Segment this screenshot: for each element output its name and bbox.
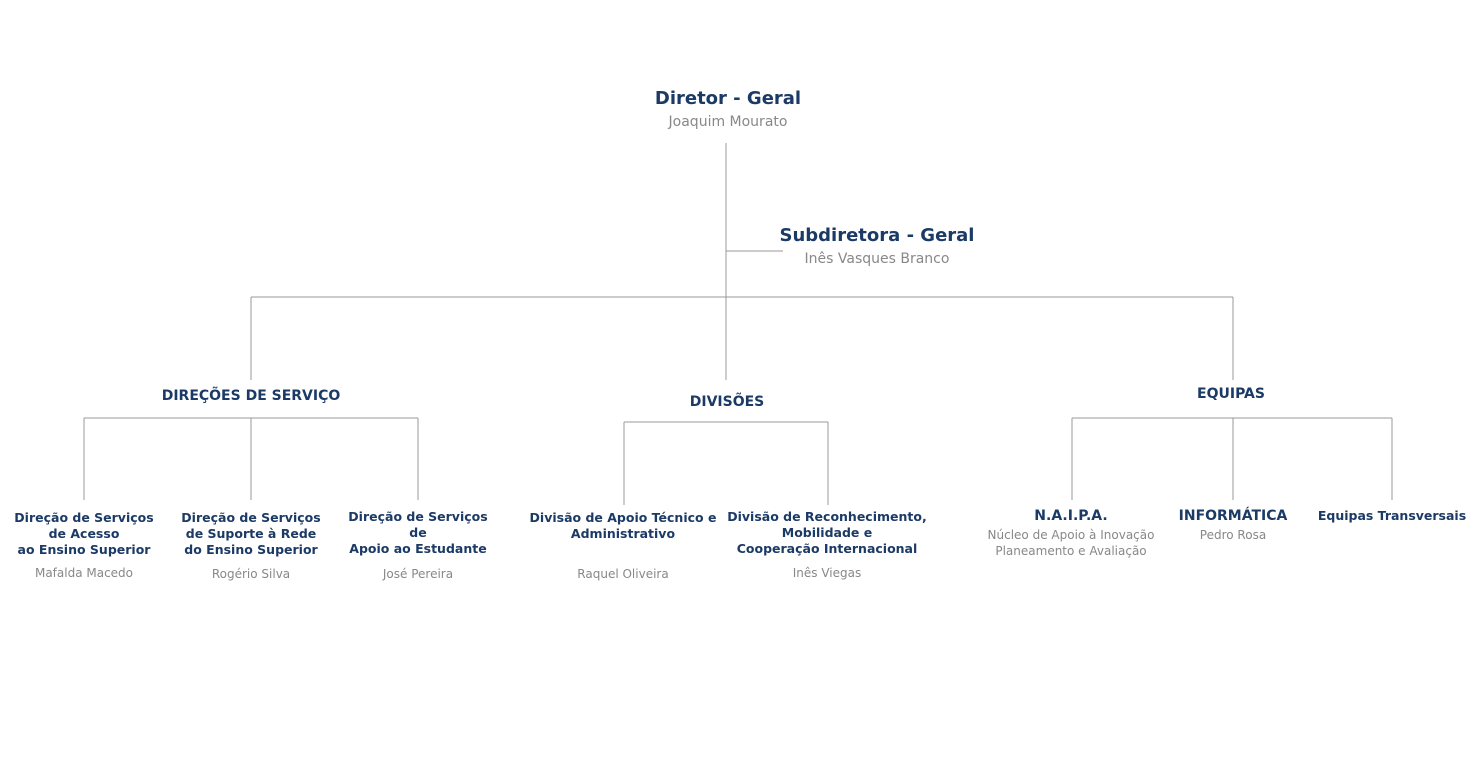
unit-person: Inês Viegas: [792, 566, 862, 580]
director-title: Diretor - Geral: [654, 88, 802, 109]
unit-title: N.A.I.P.A.: [1034, 508, 1108, 524]
unit-person: Raquel Oliveira: [577, 567, 669, 581]
unit-title: Direção de Serviços de Acesso ao Ensino …: [14, 510, 154, 557]
group-divisoes: DIVISÕES: [627, 393, 827, 411]
group-direcoes: DIREÇÕES DE SERVIÇO: [141, 387, 361, 405]
unit-title: INFORMÁTICA: [1178, 508, 1288, 524]
unit-person: Mafalda Macedo: [34, 566, 134, 580]
unit-person: José Pereira: [382, 567, 454, 581]
unit-title: Divisão de Reconhecimento, Mobilidade e …: [727, 509, 927, 556]
unit-title: Direção de Serviços de Suporte à Rede do…: [181, 510, 321, 557]
unit-person: Rogério Silva: [211, 567, 291, 581]
unit-node: N.A.I.P.A. Núcleo de Apoio à Inovação Pl…: [976, 507, 1166, 559]
subdirector-name: Inês Vasques Branco: [804, 251, 950, 267]
group-direcoes-title: DIREÇÕES DE SERVIÇO: [161, 388, 341, 404]
unit-title: Divisão de Apoio Técnico e Administrativ…: [529, 510, 717, 541]
group-divisoes-title: DIVISÕES: [689, 394, 765, 410]
unit-node: Divisão de Apoio Técnico e Administrativ…: [528, 510, 718, 582]
group-equipas: EQUIPAS: [1131, 385, 1331, 403]
director-name: Joaquim Mourato: [668, 114, 788, 130]
unit-node: Direção de Serviços de Acesso ao Ensino …: [4, 510, 164, 581]
subdirector-node: Subdiretora - Geral Inês Vasques Branco: [767, 225, 987, 268]
unit-node: Direção de Serviços de Apoio ao Estudant…: [338, 509, 498, 582]
director-node: Diretor - Geral Joaquim Mourato: [628, 88, 828, 131]
unit-person: Núcleo de Apoio à Inovação Planeamento e…: [987, 528, 1155, 558]
unit-node: Divisão de Reconhecimento, Mobilidade e …: [727, 509, 927, 581]
unit-title: Direção de Serviços de Apoio ao Estudant…: [348, 509, 488, 556]
unit-node: INFORMÁTICA Pedro Rosa: [1163, 507, 1303, 543]
subdirector-title: Subdiretora - Geral: [779, 225, 975, 246]
unit-title: Equipas Transversais: [1317, 508, 1467, 523]
unit-node: Equipas Transversais: [1316, 508, 1468, 524]
group-equipas-title: EQUIPAS: [1197, 386, 1265, 402]
unit-person: Pedro Rosa: [1199, 528, 1267, 542]
unit-node: Direção de Serviços de Suporte à Rede do…: [171, 510, 331, 582]
